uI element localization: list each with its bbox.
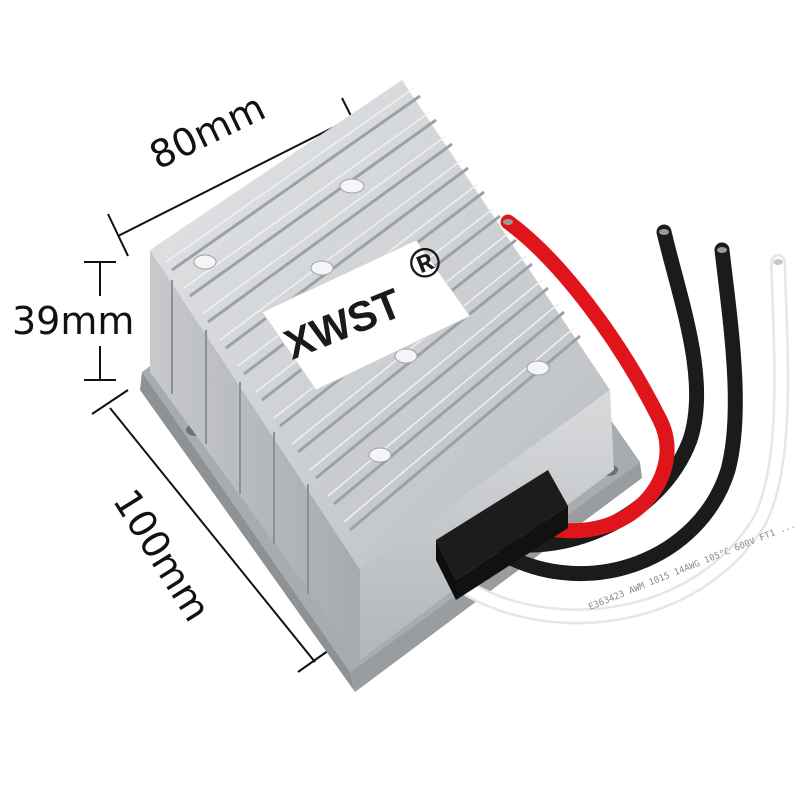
dimension-width-label: 100mm	[104, 481, 219, 629]
screw-icon	[339, 178, 365, 194]
screw-icon	[526, 360, 550, 376]
dimension-height: 39mm	[12, 261, 134, 381]
screw-icon	[394, 348, 418, 364]
dimension-height-label: 39mm	[12, 299, 134, 343]
wire-grommet	[436, 470, 568, 600]
brand-label: XWST ®	[261, 235, 471, 391]
dimension-length-label: 80mm	[143, 85, 272, 178]
screw-icon	[368, 447, 392, 463]
screw-icon	[310, 260, 334, 276]
screw-icon	[193, 254, 217, 270]
